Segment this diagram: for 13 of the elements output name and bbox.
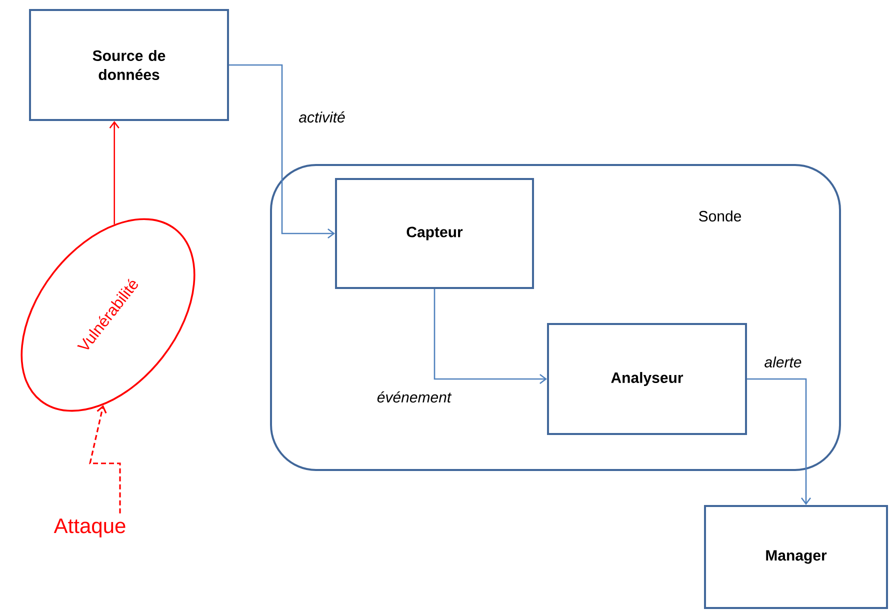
sensor-box: Capteur [335,178,534,289]
arrow [229,64,335,238]
arrow [89,405,121,514]
analyzer-box: Analyseur [547,322,747,435]
edge-label: événement [376,390,452,404]
manager-box: Manager [704,504,888,609]
edge-label: activité [298,110,346,124]
arrow [434,289,547,384]
edge-label: alerte [763,355,803,368]
arrow [747,378,812,505]
attack-label: Attaque [54,518,126,538]
arrow [109,120,120,224]
source-box: Source de données [29,9,229,121]
